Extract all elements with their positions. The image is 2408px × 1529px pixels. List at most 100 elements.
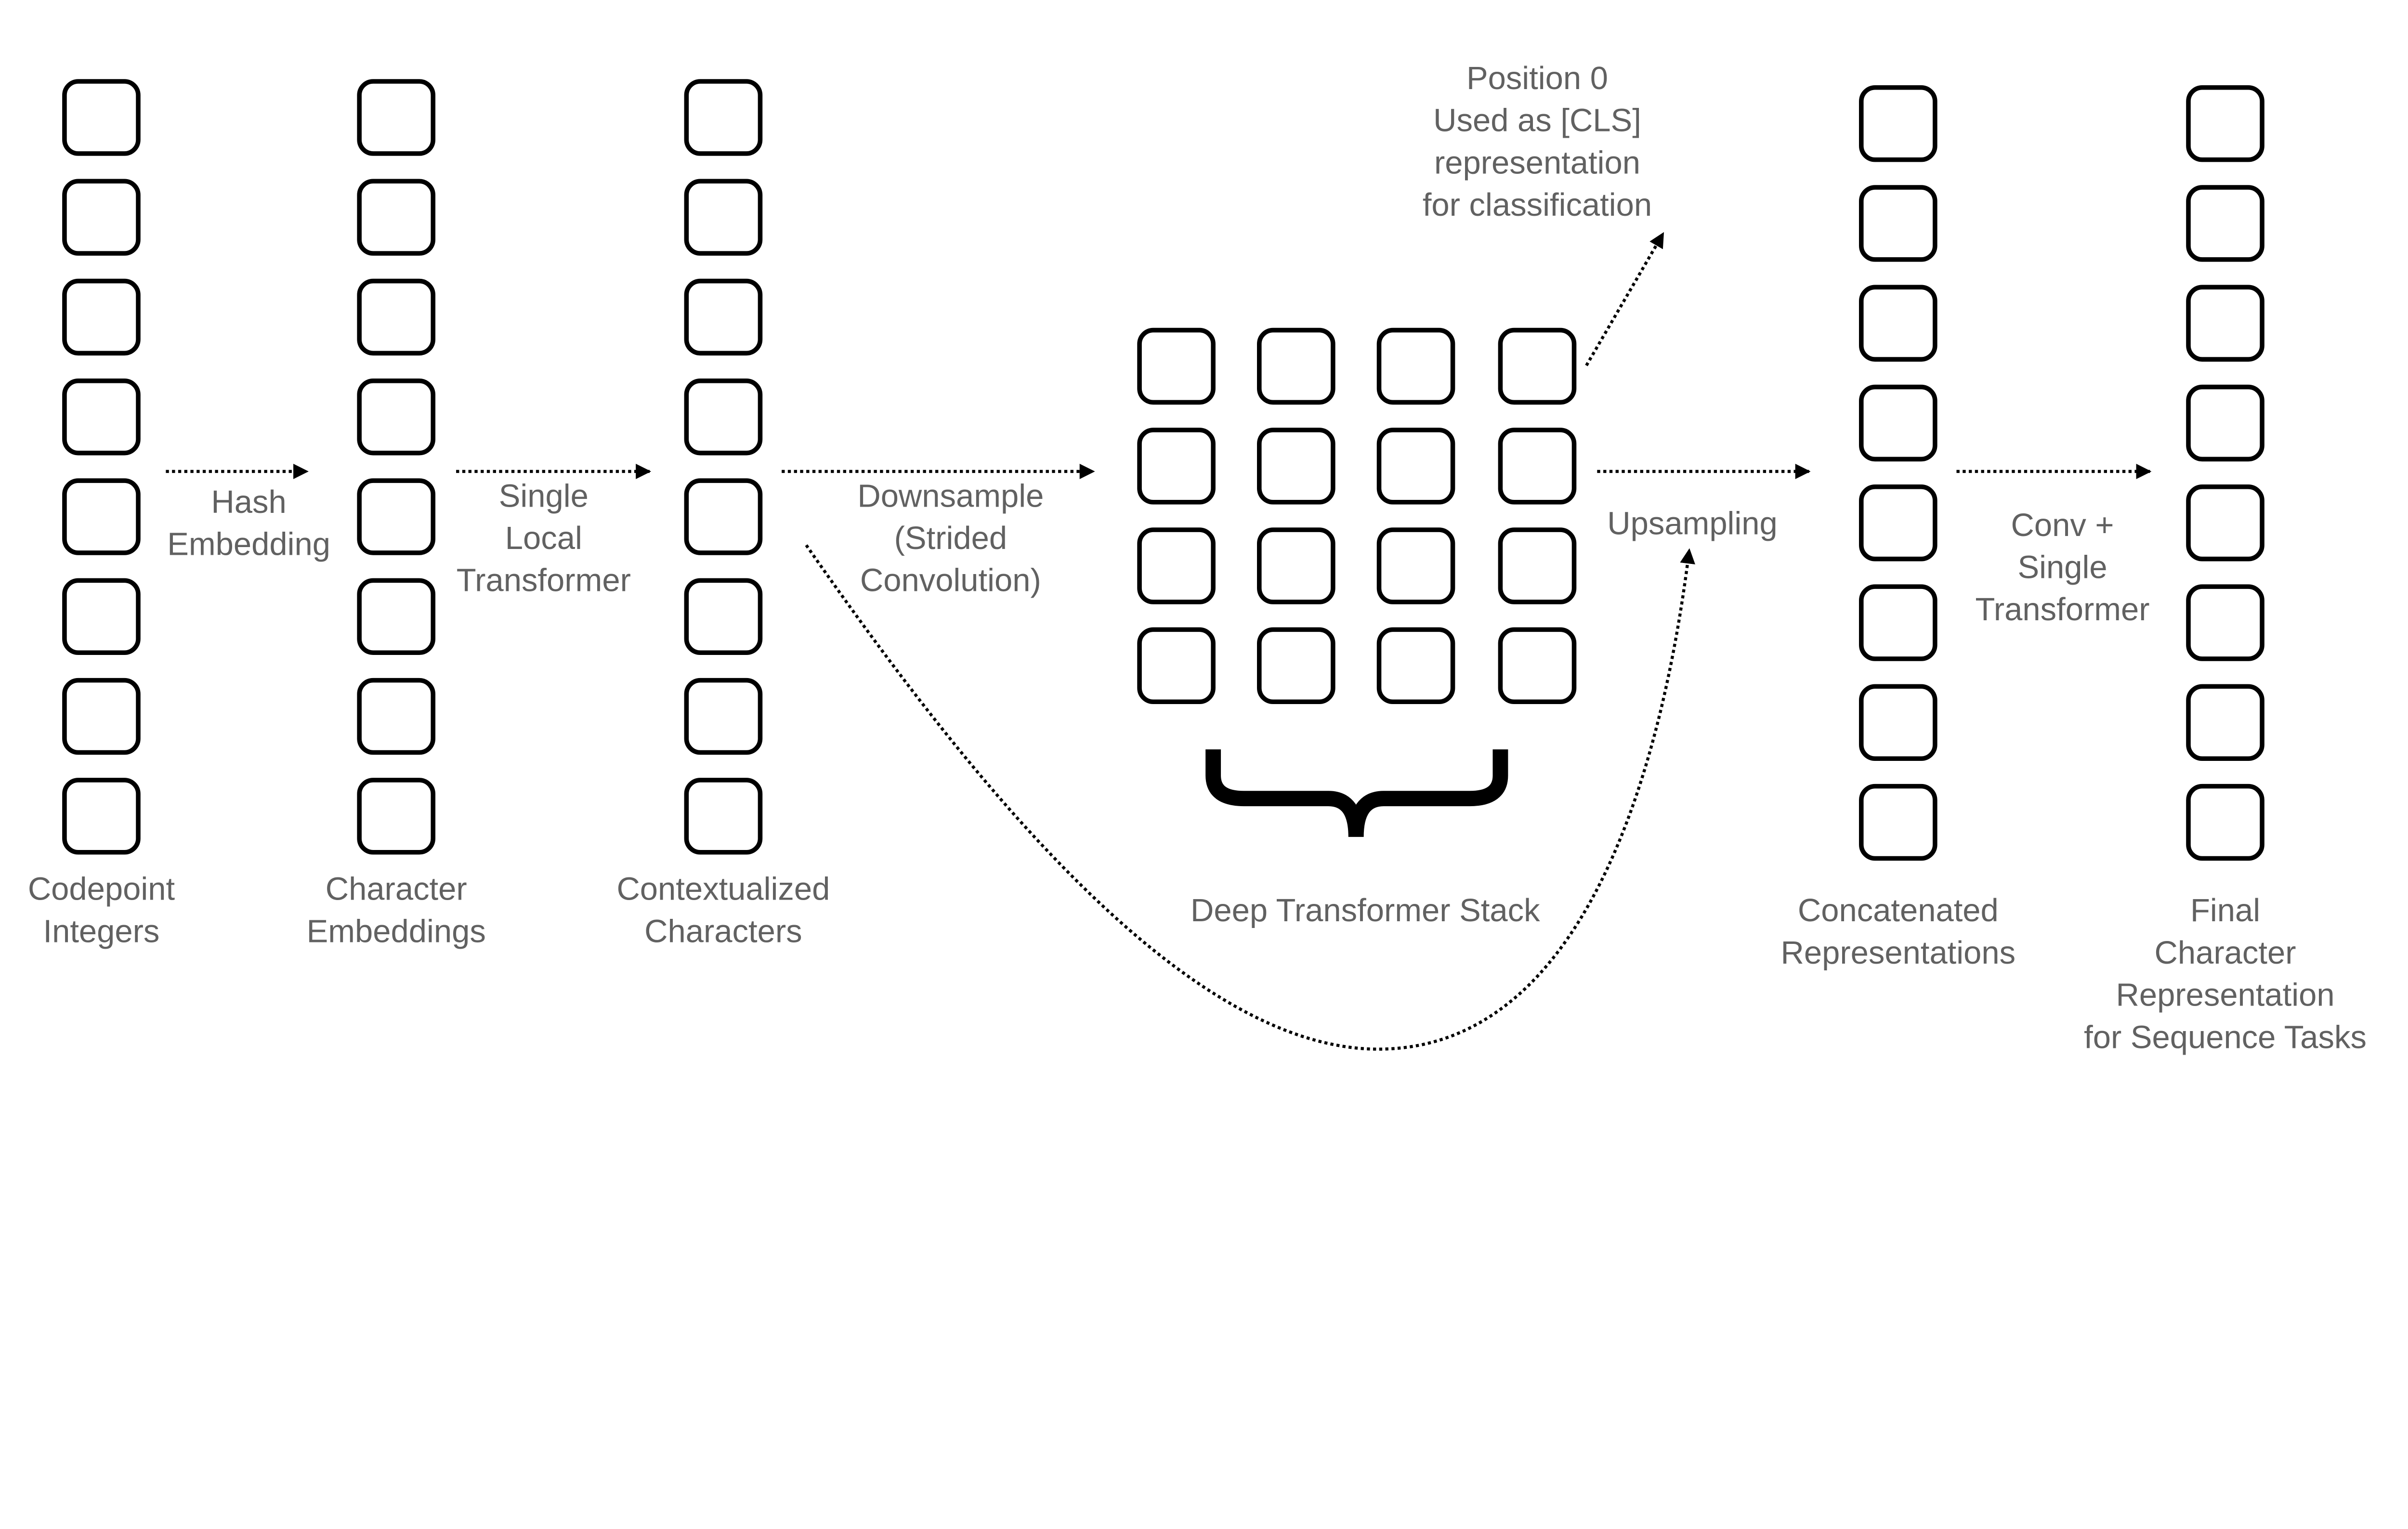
deep-transformer-stack-label-line: Deep Transformer Stack bbox=[1191, 892, 1540, 928]
concatenated-representations-cell bbox=[1859, 684, 1937, 761]
codepoint-integers-label-line: Integers bbox=[43, 913, 159, 949]
contextualized-characters-cell bbox=[684, 278, 763, 356]
deep-transformer-stack-label: Deep Transformer Stack bbox=[1191, 892, 1540, 928]
concatenated-representations-label-line: Representations bbox=[1781, 935, 2016, 971]
contextualized-characters-cell bbox=[684, 578, 763, 655]
final-character-representation-cell bbox=[2186, 185, 2264, 262]
character-embeddings-cell bbox=[357, 478, 436, 555]
final-character-representation-label-line: Final bbox=[2190, 892, 2260, 928]
contextualized-characters-label-line: Contextualized bbox=[616, 871, 830, 907]
character-embeddings-cell bbox=[357, 79, 436, 156]
final-character-representation-cell bbox=[2186, 784, 2264, 861]
single-local-transformer-label-line: Single bbox=[499, 478, 589, 514]
residual-skip-arrow bbox=[805, 544, 1695, 1051]
concatenated-representations-cell bbox=[1859, 784, 1937, 861]
codepoint-integers-cell bbox=[62, 379, 141, 456]
contextualized-characters-cell bbox=[684, 179, 763, 256]
transformer-cell bbox=[1498, 327, 1577, 405]
transformer-cell bbox=[1498, 428, 1577, 505]
concatenated-representations-cell bbox=[1859, 484, 1937, 562]
codepoint-integers-cell bbox=[62, 478, 141, 555]
concatenated-representations-cell bbox=[1859, 285, 1937, 362]
downsample-label-line: Downsample bbox=[857, 478, 1044, 514]
downsample-label-line: (Strided bbox=[894, 520, 1007, 556]
cls-note-line: for classification bbox=[1423, 187, 1652, 223]
cls-note-line: representation bbox=[1434, 144, 1640, 181]
transformer-cell bbox=[1137, 327, 1216, 405]
contextualized-characters-cell bbox=[684, 678, 763, 755]
hash-embedding-label-line: Hash bbox=[211, 484, 286, 520]
transformer-cell bbox=[1376, 327, 1455, 405]
character-embeddings-label-line: Embeddings bbox=[307, 913, 486, 949]
transformer-cell bbox=[1257, 527, 1335, 604]
final-character-representation-cell bbox=[2186, 584, 2264, 661]
transformer-cell bbox=[1498, 627, 1577, 705]
transformer-cell bbox=[1376, 428, 1455, 505]
codepoint-integers-cell bbox=[62, 278, 141, 356]
contextualized-characters-cell bbox=[684, 79, 763, 156]
contextualized-characters-label-line: Characters bbox=[644, 913, 802, 949]
transformer-cell bbox=[1257, 627, 1335, 705]
codepoint-integers-cell bbox=[62, 179, 141, 256]
codepoint-integers-cell bbox=[62, 578, 141, 655]
cls-note-line: Position 0 bbox=[1466, 60, 1608, 96]
character-embeddings-cell bbox=[357, 278, 436, 356]
codepoint-integers-cell bbox=[62, 79, 141, 156]
single-local-transformer-label-line: Transformer bbox=[457, 562, 631, 599]
final-character-representation-cell bbox=[2186, 384, 2264, 462]
character-embeddings-cell bbox=[357, 578, 436, 655]
transformer-cell bbox=[1376, 527, 1455, 604]
character-embeddings-cell bbox=[357, 379, 436, 456]
character-embeddings-cell bbox=[357, 179, 436, 256]
cls-arrow bbox=[1585, 232, 1665, 366]
concatenated-representations-cell bbox=[1859, 584, 1937, 661]
codepoint-integers-column bbox=[62, 79, 141, 855]
contextualized-characters-cell bbox=[684, 379, 763, 456]
concatenated-representations-cell bbox=[1859, 185, 1937, 262]
final-character-representation-column bbox=[2186, 85, 2264, 861]
contextualized-characters-column bbox=[684, 79, 763, 855]
concatenated-representations-cell bbox=[1859, 384, 1937, 462]
transformer-cell bbox=[1257, 327, 1335, 405]
downsample-label-line: Convolution) bbox=[860, 562, 1041, 599]
concatenated-representations-column bbox=[1859, 85, 1937, 861]
transformer-cell bbox=[1137, 527, 1216, 604]
single-local-transformer-label-line: Local bbox=[505, 520, 582, 556]
cls-note: Position 0 Used as [CLS] representation for… bbox=[1423, 60, 1652, 223]
contextualized-characters-cell bbox=[684, 478, 763, 555]
conv-single-transformer-label-line: Single bbox=[2017, 549, 2107, 586]
transformer-cell bbox=[1137, 627, 1216, 705]
contextualized-characters-cell bbox=[684, 778, 763, 855]
codepoint-integers-cell bbox=[62, 778, 141, 855]
conv-single-transformer-label-line: Conv + bbox=[2011, 507, 2114, 543]
transformer-cell bbox=[1257, 428, 1335, 505]
upsampling-label: Upsampling bbox=[1607, 506, 1778, 542]
codepoint-integers-label-line: Codepoint bbox=[28, 871, 175, 907]
deep-transformer-grid bbox=[1137, 327, 1577, 705]
hash-embedding-label-line: Embedding bbox=[167, 526, 330, 562]
final-character-representation-cell bbox=[2186, 484, 2264, 562]
cls-note-line: Used as [CLS] bbox=[1433, 103, 1641, 139]
conv-single-transformer-label-line: Transformer bbox=[1975, 591, 2149, 627]
character-embeddings-label-line: Character bbox=[326, 871, 467, 907]
transformer-cell bbox=[1498, 527, 1577, 604]
codepoint-integers-cell bbox=[62, 678, 141, 755]
stack-brace bbox=[1205, 749, 1508, 837]
final-character-representation-label-line: Representation bbox=[2116, 977, 2334, 1013]
final-character-representation-label-line: for Sequence Tasks bbox=[2084, 1019, 2367, 1055]
final-character-representation-cell bbox=[2186, 684, 2264, 761]
character-embeddings-column bbox=[357, 79, 436, 855]
transformer-cell bbox=[1376, 627, 1455, 705]
character-embeddings-cell bbox=[357, 778, 436, 855]
transformer-cell bbox=[1137, 428, 1216, 505]
concatenated-representations-cell bbox=[1859, 85, 1937, 162]
